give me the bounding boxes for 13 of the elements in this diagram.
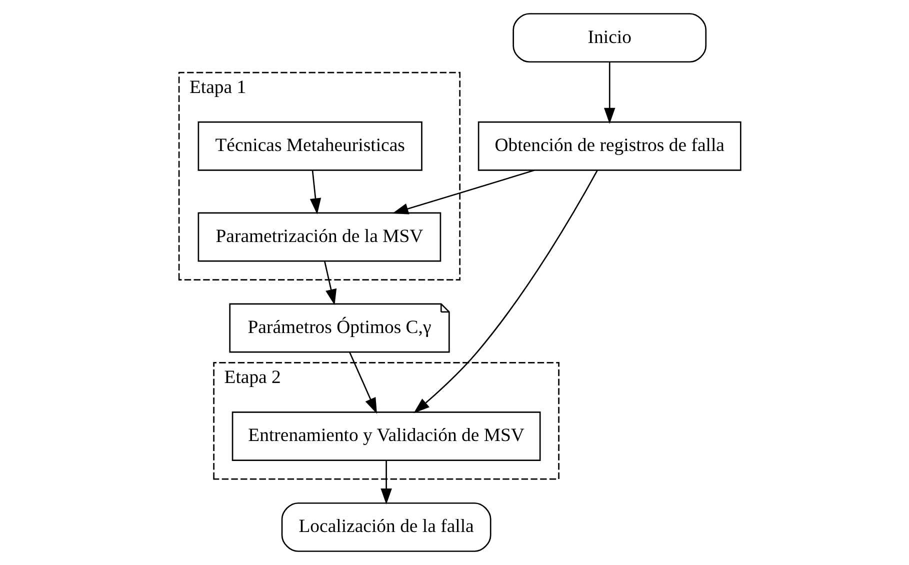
arrow <box>380 460 392 505</box>
node-box: Técnicas Metaheuristicas <box>198 121 422 171</box>
arrow <box>604 62 616 124</box>
node-box: Localización de la falla <box>281 502 492 552</box>
node-box: Parametrización de la MSV <box>198 212 442 262</box>
arrow <box>392 170 535 214</box>
arrow <box>349 352 377 414</box>
node-box: Inicio <box>512 13 707 63</box>
arrow <box>414 170 598 414</box>
arrow <box>310 170 322 214</box>
arrow <box>324 261 337 306</box>
node-box: Obtención de registros de falla <box>478 121 742 171</box>
node-box: Entrenamiento y Validación de MSV <box>232 412 541 461</box>
